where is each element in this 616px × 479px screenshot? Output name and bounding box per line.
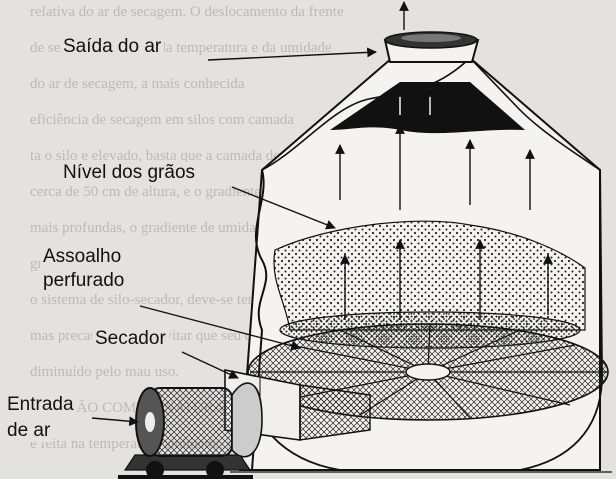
background-text-line: eficiência de secagem em silos com camad… bbox=[30, 112, 294, 128]
label-dryer: Secador bbox=[92, 328, 169, 350]
background-text-line: relativa do ar de secagem. O deslocament… bbox=[30, 4, 344, 20]
leader-air-inlet bbox=[92, 418, 138, 422]
fan-housing bbox=[232, 383, 262, 457]
background-text-line: cerca de 50 cm de altura, e o gradiente bbox=[30, 184, 261, 200]
label-air-inlet-line1: Entrada bbox=[4, 394, 77, 416]
label-air-inlet-line2: de ar bbox=[4, 420, 53, 442]
label-air-outlet: Saída do ar bbox=[60, 36, 164, 58]
floor-center-hub bbox=[406, 364, 450, 380]
background-text-line: diminuído pelo mau uso. bbox=[30, 364, 179, 380]
motor-wheel-left bbox=[146, 461, 164, 479]
leader-dryer bbox=[182, 352, 238, 378]
fan-motor bbox=[118, 383, 262, 479]
label-perforated-floor-line1: Assoalho bbox=[40, 246, 124, 268]
label-perforated-floor-line2: perfurado bbox=[40, 270, 127, 292]
background-text-line: o sistema de silo-secador, deve-se ter a… bbox=[30, 292, 287, 308]
label-grain-level: Nível dos grãos bbox=[60, 162, 198, 184]
motor-wheel-right bbox=[206, 461, 224, 479]
background-text-line: do ar de secagem, a mais conhecida bbox=[30, 76, 245, 92]
roof-vent bbox=[385, 32, 478, 62]
